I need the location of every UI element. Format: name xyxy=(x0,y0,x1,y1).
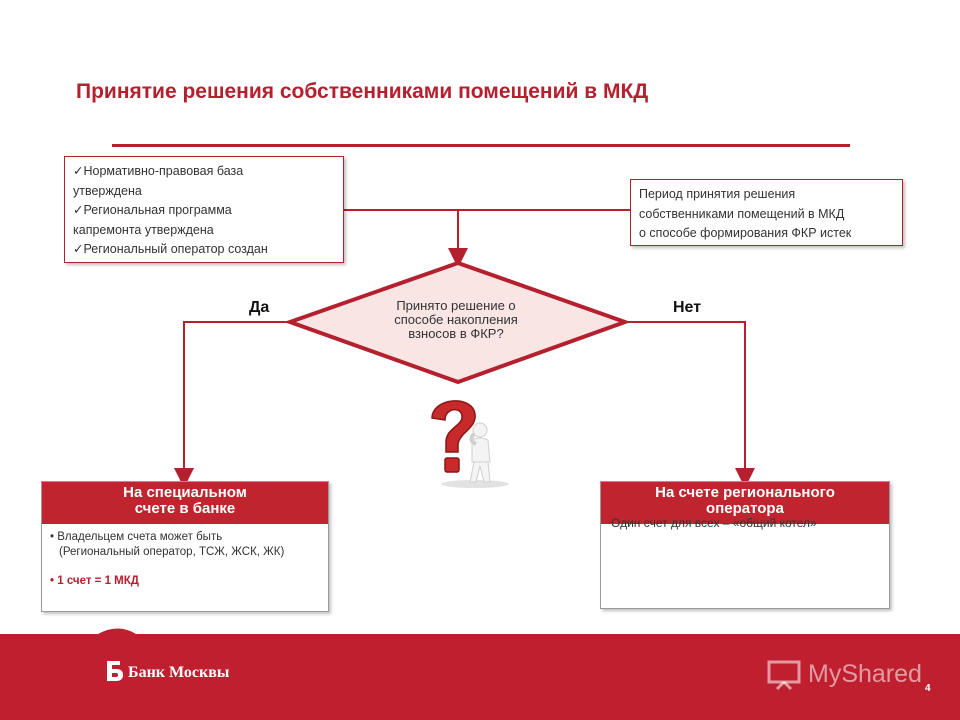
regional-operator-title-line: На счете регионального xyxy=(655,484,835,501)
prereq-line: ✓Региональная программа xyxy=(73,203,232,217)
regional-operator-title-line: оператора xyxy=(706,500,784,517)
prerequisites-box: ✓Нормативно-правовая база утверждена ✓Ре… xyxy=(64,156,344,263)
regional-operator-box: На счете регионального оператора Один сч… xyxy=(600,481,890,609)
decision-line: Принято решение о xyxy=(396,298,516,313)
prereq-line: ✓Региональный оператор создан xyxy=(73,242,268,256)
question-figure-icon xyxy=(431,400,509,488)
presentation-icon xyxy=(767,660,801,690)
slide-title: Принятие решения собственниками помещени… xyxy=(76,80,649,103)
period-line: собственниками помещений в МКД xyxy=(639,206,845,221)
decision-line: взносов в ФКР? xyxy=(408,326,504,341)
owner-item: Владельцем счета может быть xyxy=(57,531,223,543)
list-item: • 1 счет = 1 МКД xyxy=(50,575,139,587)
decision-question: Принято решение о способе накопления взн… xyxy=(366,299,546,341)
bank-name: Банк Москвы xyxy=(128,664,230,681)
regional-operator-title: На счете регионального оператора xyxy=(601,482,889,524)
one-account-item: 1 счет = 1 МКД xyxy=(57,575,139,587)
decision-line: способе накопления xyxy=(394,312,518,327)
special-account-title-line: счете в банке xyxy=(134,500,236,517)
period-line: Период принятия решения xyxy=(639,187,796,201)
common-pot-text: Один счет для всех – «общий котел» xyxy=(611,516,817,530)
no-label: Нет xyxy=(673,299,702,316)
special-account-title-line: На специальном xyxy=(123,484,247,501)
connector-no xyxy=(625,321,755,488)
bank-logo-icon xyxy=(107,661,123,681)
owner-options: (Региональный оператор, ТСЖ, ЖСК, ЖК) xyxy=(59,546,285,558)
connector-yes xyxy=(174,321,290,488)
watermark: MyShared xyxy=(808,660,922,688)
title-underline xyxy=(112,144,850,147)
special-account-details: • Владельцем счета может быть (Региональ… xyxy=(42,524,328,589)
footer-curve-icon xyxy=(0,628,960,645)
list-item: • Владельцем счета может быть xyxy=(50,531,223,543)
special-account-title: На специальном счете в банке xyxy=(42,482,328,524)
prereq-line: утверждена xyxy=(73,183,142,198)
period-line: о способе формирования ФКР истек xyxy=(639,226,852,240)
decision-diamond xyxy=(284,260,631,385)
yes-label: Да xyxy=(249,299,270,316)
page-number: 4 xyxy=(925,683,931,694)
prereq-line: ✓Нормативно-правовая база xyxy=(73,164,244,178)
connector-prereq xyxy=(344,209,468,268)
period-expired-box: Период принятия решения собственниками п… xyxy=(630,179,903,246)
special-account-box: На специальном счете в банке • Владельце… xyxy=(41,481,329,612)
prereq-line: капремонта утверждена xyxy=(73,222,214,237)
